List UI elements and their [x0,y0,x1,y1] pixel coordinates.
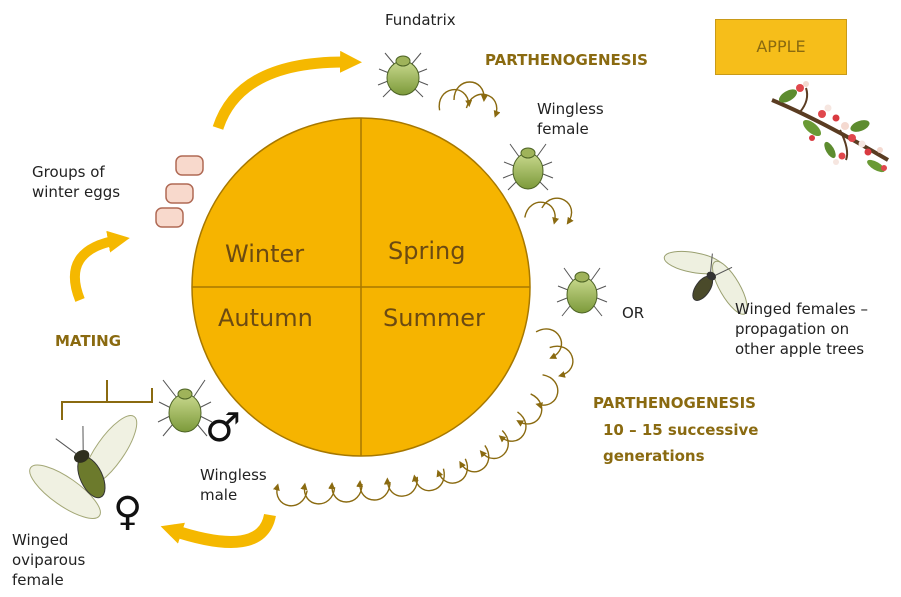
generation-loop-arrow [436,87,469,110]
winter-eggs [156,156,203,227]
generation-loop-arrow [438,459,473,488]
parthenogenesis-bottom-label: PARTHENOGENESIS [593,394,756,412]
winter-eggs-label-line: winter eggs [32,182,120,202]
generation-loop-arrow [360,482,390,500]
generation-loop-arrow [387,477,419,498]
wingless-male-aphid-icon [158,380,212,436]
arrow-eggs-to-fundatrix [218,62,350,128]
seasons-circle [192,118,530,456]
arrow-summer-to-sexuals [172,515,270,542]
generation-loop-arrow [550,341,577,375]
generation-loop-arrow [303,485,335,506]
wingless-female-aphid-icon [503,144,553,190]
host-plant-box: APPLE [715,19,847,75]
generations-label-line: generations [603,443,758,469]
female-symbol-icon: ♀ [113,492,142,532]
male-symbol-icon: ♂ [205,408,241,448]
fundatrix-aphid-icon [378,53,428,97]
fundatrix-label: Fundatrix [385,10,456,30]
generation-loop-arrow [414,469,448,494]
arrow-mating-to-eggs [75,240,118,300]
generation-loop-arrow [542,192,577,223]
season-spring: Spring [388,237,465,265]
generation-loop-arrow [274,485,307,508]
winged-female-label-line: female [12,570,85,590]
wingless-male-label-line: Wingless [200,465,267,485]
winter-eggs-label-line: Groups of [32,162,120,182]
or-label: OR [622,303,644,323]
generations-label-line: 10 – 15 successive [603,417,758,443]
winged-females-label-line: Winged females – [735,299,868,319]
wingless-female-label: Wingless female [537,99,604,139]
season-autumn: Autumn [218,304,313,332]
mating-label: MATING [55,332,121,350]
wingless-female-label-line: female [537,119,604,139]
generation-loop-arrow [460,445,495,477]
generation-loop-arrow [454,82,484,100]
egg-group [176,156,203,175]
wingless-male-label: Wingless male [200,465,267,505]
apple-branch-icon [772,81,888,174]
season-summer: Summer [383,304,485,332]
winter-eggs-label: Groups of winter eggs [32,162,120,202]
wingless-female-label-line: Wingless [537,99,604,119]
generation-loop-arrow [536,323,567,358]
winged-females-label: Winged females – propagation on other ap… [735,299,868,359]
generation-loop-arrow [332,484,362,502]
egg-group [156,208,183,227]
mating-bracket [62,380,152,420]
winged-female-label-line: oviparous [12,550,85,570]
generation-loop-arrow [466,91,500,116]
summer-aphid-icon [557,268,607,316]
generation-loop-arrow [500,412,532,447]
generation-loop-arrow [518,394,547,429]
winged-female-label-line: Winged [12,530,85,550]
parthenogenesis-top-label: PARTHENOGENESIS [485,51,648,69]
wingless-male-label-line: male [200,485,267,505]
winged-oviparous-female-label: Winged oviparous female [12,530,85,590]
generations-label: 10 – 15 successive generations [603,417,758,469]
season-winter: Winter [225,240,304,268]
winged-females-label-line: propagation on [735,319,868,339]
egg-group [166,184,193,203]
generation-loop-arrow [525,200,558,223]
winged-oviparous-female-aphid-icon [13,402,175,545]
winged-females-label-line: other apple trees [735,339,868,359]
